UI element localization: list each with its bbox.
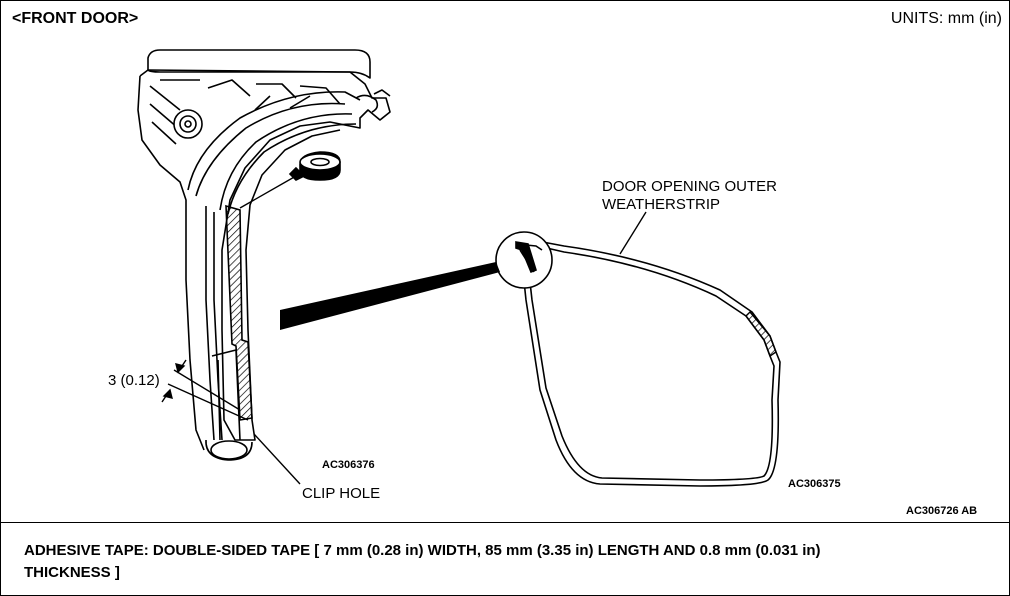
weatherstrip-label-line2: WEATHERSTRIP [602,196,721,213]
figure-code-left: AC306376 [322,459,375,471]
figure-code-right: AC306375 [788,478,841,490]
weatherstrip-tape-zone [745,310,777,358]
adhesive-tape-strip [225,204,253,421]
detail-pointer-wedge [280,262,500,330]
weatherstrip-leader [619,211,647,255]
detail-magnifier [495,231,553,289]
dimension-label: 3 (0.12) [108,372,160,389]
weatherstrip-label-line1: DOOR OPENING OUTER [602,178,778,195]
weatherstrip-outline [521,239,781,487]
caption-divider [0,522,1010,523]
door-sash-drawing [137,49,391,461]
caption-line2: THICKNESS ] [24,564,120,581]
tape-roll-icon [288,151,341,181]
units-label: UNITS: mm (in) [890,10,1002,27]
clip-hole-label: CLIP HOLE [302,485,381,502]
dimension-marker [161,359,249,421]
caption: ADHESIVE TAPE: DOUBLE-SIDED TAPE [ 7 mm … [24,540,984,584]
figure-title: <FRONT DOOR> [12,10,139,27]
clip-hole-leader [253,433,301,485]
caption-line1: ADHESIVE TAPE: DOUBLE-SIDED TAPE [ 7 mm … [24,542,821,559]
figure-code-overall: AC306726 AB [906,505,978,517]
